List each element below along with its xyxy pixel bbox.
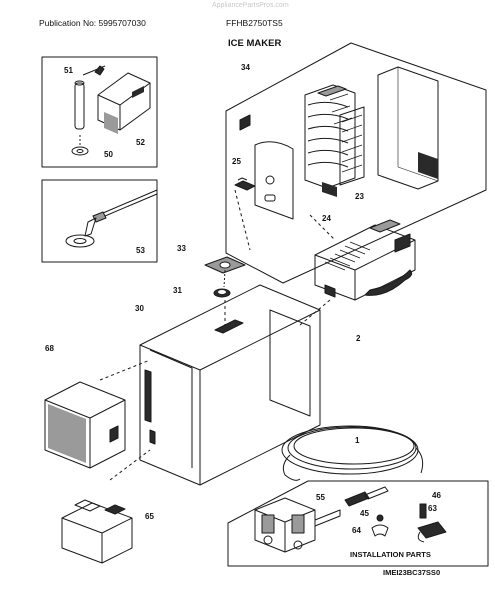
tube-part <box>74 82 85 130</box>
label-part-50: 50 <box>104 150 113 159</box>
drawing-code: IMEI23BC37SS0 <box>383 568 441 577</box>
model-number: FFHB2750TS5 <box>226 18 283 28</box>
inset-box-tube <box>41 179 158 263</box>
label-part-53: 53 <box>136 246 145 255</box>
label-part-68: 68 <box>45 344 54 353</box>
label-part-55: 55 <box>316 493 325 502</box>
duct-part <box>61 502 133 564</box>
filter-cover <box>97 72 151 131</box>
page-title: ICE MAKER <box>228 38 282 49</box>
label-part-33: 33 <box>177 244 186 253</box>
heater-box <box>225 42 487 284</box>
label-part-46: 46 <box>432 491 441 500</box>
label-part-51: 51 <box>64 66 73 75</box>
ice-bin-housing <box>139 284 321 486</box>
label-part-1: 1 <box>355 436 360 445</box>
label-part-45: 45 <box>360 509 369 518</box>
label-part-34: 34 <box>241 63 250 72</box>
installation-parts-label: INSTALLATION PARTS <box>350 550 431 559</box>
front-cover <box>44 381 126 469</box>
publication-number: Publication No: 5995707030 <box>39 18 146 28</box>
label-part-52: 52 <box>136 138 145 147</box>
installation-parts-box <box>227 480 489 567</box>
watermark: AppliancePartsPros.com <box>212 2 289 9</box>
label-part-30: 30 <box>135 304 144 313</box>
label-part-65: 65 <box>145 512 154 521</box>
label-part-24: 24 <box>322 214 331 223</box>
inset-box-filter <box>41 56 158 168</box>
label-part-64: 64 <box>352 526 361 535</box>
label-part-63: 63 <box>428 504 437 513</box>
label-part-25: 25 <box>232 157 241 166</box>
water-line-coil <box>281 425 424 481</box>
label-part-2: 2 <box>356 334 361 343</box>
label-part-31: 31 <box>173 286 182 295</box>
label-part-23: 23 <box>355 192 364 201</box>
ice-maker-assembly <box>314 224 416 301</box>
